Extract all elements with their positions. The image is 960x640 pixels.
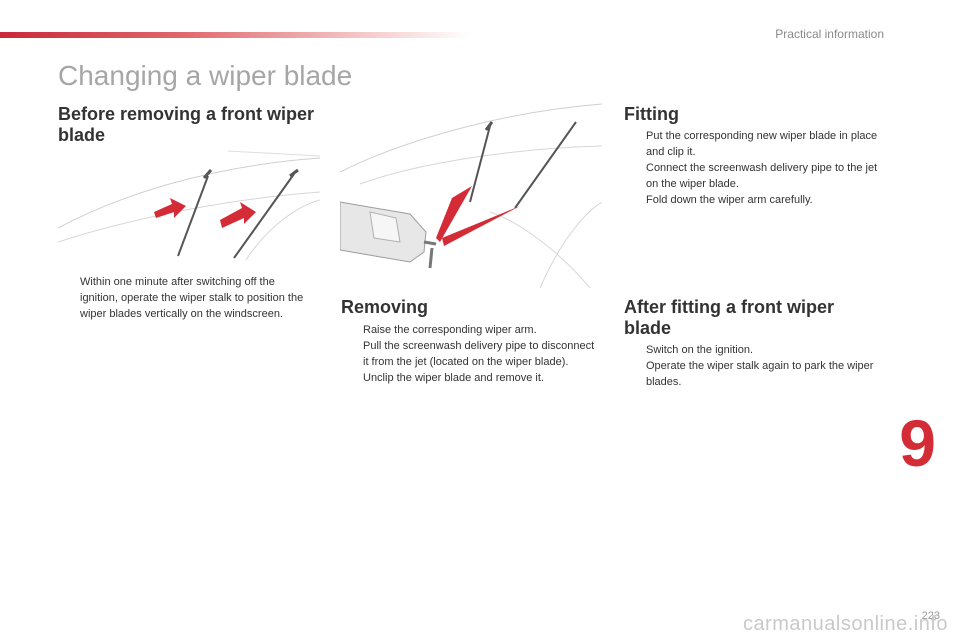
watermark: carmanualsonline.info	[742, 613, 948, 635]
list-item: Connect the screenwash delivery pipe to …	[624, 160, 879, 192]
list-item: Within one minute after switching off th…	[58, 274, 313, 322]
step-text: Switch on the ignition.	[646, 344, 754, 356]
header-accent-bar	[0, 32, 470, 38]
list-item: Fold down the wiper arm carefully.	[624, 192, 879, 208]
wiper-arm-raised-illustration	[340, 102, 602, 288]
step-text: Connect the screenwash delivery pipe to …	[646, 162, 878, 190]
page-number: 223	[921, 610, 940, 622]
section-label: Practical information	[775, 27, 884, 41]
list-item: Unclip the wiper blade and remove it.	[341, 370, 596, 386]
after-fitting-heading: After fitting a front wiper blade	[624, 297, 834, 338]
fitting-steps: Put the corresponding new wiper blade in…	[624, 128, 879, 208]
list-item: Raise the corresponding wiper arm.	[341, 322, 596, 338]
list-item: Operate the wiper stalk again to park th…	[624, 358, 879, 390]
step-text: Fold down the wiper arm carefully.	[646, 194, 813, 206]
list-item: Pull the screenwash delivery pipe to dis…	[341, 338, 596, 370]
chapter-number: 9	[899, 406, 936, 480]
list-item: Put the corresponding new wiper blade in…	[624, 128, 879, 160]
before-removing-heading: Before removing a front wiper blade	[58, 104, 315, 145]
step-text: Unclip the wiper blade and remove it.	[363, 372, 544, 384]
step-text: Pull the screenwash delivery pipe to dis…	[363, 340, 595, 368]
page-title: Changing a wiper blade	[58, 60, 353, 91]
removing-steps: Raise the corresponding wiper arm. Pull …	[341, 322, 596, 386]
step-text: Within one minute after switching off th…	[80, 276, 304, 320]
list-item: Switch on the ignition.	[624, 342, 879, 358]
wipers-vertical-illustration	[58, 146, 320, 260]
removing-heading: Removing	[341, 297, 429, 317]
after-fitting-steps: Switch on the ignition. Operate the wipe…	[624, 342, 879, 390]
step-text: Operate the wiper stalk again to park th…	[646, 360, 874, 388]
step-text: Put the corresponding new wiper blade in…	[646, 130, 878, 158]
step-text: Raise the corresponding wiper arm.	[363, 324, 537, 336]
fitting-heading: Fitting	[624, 104, 679, 124]
before-removing-steps: Within one minute after switching off th…	[58, 274, 313, 322]
